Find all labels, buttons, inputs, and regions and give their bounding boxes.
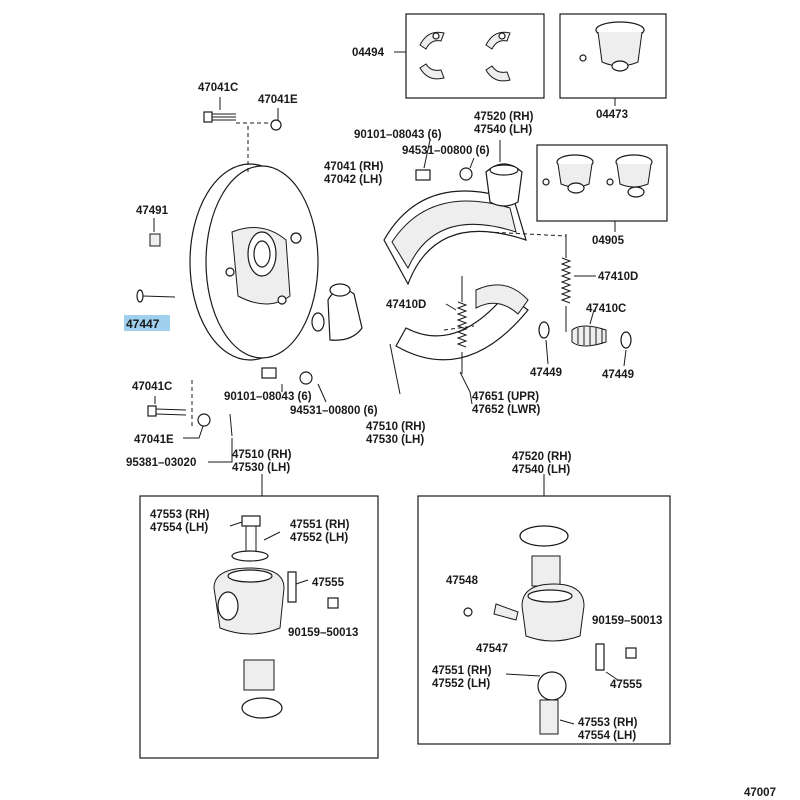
brake-shoe-lower — [395, 284, 529, 361]
washer-mid — [299, 371, 313, 385]
label-47551-left[interactable]: 47551 (RH) — [290, 519, 350, 531]
bolt-bottom — [147, 405, 187, 417]
label-47554-left[interactable]: 47554 (LH) — [150, 522, 208, 534]
label-47555-left[interactable]: 47555 — [312, 577, 345, 589]
label-47041C-top[interactable]: 47041C — [198, 82, 238, 94]
label-47449-a[interactable]: 47449 — [530, 367, 562, 379]
label-47449-b[interactable]: 47449 — [602, 369, 634, 381]
label-47041E-top[interactable]: 47041E — [258, 94, 298, 106]
label-47410D-left[interactable]: 47410D — [386, 299, 426, 311]
detail-cup-left — [241, 659, 283, 719]
label-04494[interactable]: 04494 — [352, 47, 385, 59]
bleeder-left — [287, 571, 297, 603]
label-47540-box[interactable]: 47540 (LH) — [512, 464, 570, 476]
label-47548[interactable]: 47548 — [446, 575, 479, 587]
pin-47447 — [136, 289, 176, 303]
label-90101-bottom[interactable]: 90101–08043 (6) — [224, 391, 312, 403]
label-47041C-bottom[interactable]: 47041C — [132, 381, 172, 393]
label-47491[interactable]: 47491 — [136, 205, 169, 217]
label-04905[interactable]: 04905 — [592, 235, 625, 247]
label-47651-upr[interactable]: 47651 (UPR) — [472, 391, 539, 403]
spring-47410C — [571, 325, 607, 347]
bolt-upper — [415, 169, 431, 181]
label-47553-left[interactable]: 47553 (RH) — [150, 509, 210, 521]
label-47552-left[interactable]: 47552 (LH) — [290, 532, 348, 544]
wheel-cylinder-center — [311, 283, 363, 341]
highlight-47447 — [124, 315, 170, 331]
cylinder-kit-box-top — [559, 13, 667, 99]
wheel-cylinder-upper — [485, 163, 523, 207]
shoe-kit-box — [405, 13, 545, 99]
label-94531-top[interactable]: 94531–00800 (6) — [402, 145, 490, 157]
clip-47491 — [149, 233, 161, 247]
brake-shoe-upper — [383, 190, 527, 286]
washer-47449-a — [538, 321, 550, 339]
label-47510-box[interactable]: 47510 (RH) — [232, 449, 292, 461]
label-47547[interactable]: 47547 — [476, 643, 508, 655]
label-04473[interactable]: 04473 — [596, 109, 628, 121]
detail-box-left — [139, 495, 379, 759]
label-90159-right[interactable]: 90159–50013 — [592, 615, 662, 627]
screw-left — [327, 597, 339, 609]
washer-upper — [459, 167, 473, 181]
label-47551-right[interactable]: 47551 (RH) — [432, 665, 492, 677]
label-47410D-right[interactable]: 47410D — [598, 271, 638, 283]
spring-47410D-right — [560, 234, 572, 332]
label-47553-right[interactable]: 47553 (RH) — [578, 717, 638, 729]
detail-cylinder-left — [213, 515, 285, 635]
label-47530-box[interactable]: 47530 (LH) — [232, 462, 290, 474]
label-90101-top[interactable]: 90101–08043 (6) — [354, 129, 442, 141]
label-47530-mid[interactable]: 47530 (LH) — [366, 434, 424, 446]
label-47540-top[interactable]: 47540 (LH) — [474, 124, 532, 136]
label-47410C[interactable]: 47410C — [586, 303, 626, 315]
detail-adjuster-right — [463, 603, 637, 735]
label-47447[interactable]: 47447 — [126, 317, 160, 331]
nut-bottom — [197, 413, 211, 427]
cylinder-kit-box-mid — [536, 144, 668, 222]
label-47520-box[interactable]: 47520 (RH) — [512, 451, 572, 463]
label-47041E-bottom[interactable]: 47041E — [134, 434, 174, 446]
diagram-id: 47007 — [744, 787, 776, 799]
label-90159-left[interactable]: 90159–50013 — [288, 627, 358, 639]
label-47554-right[interactable]: 47554 (LH) — [578, 730, 636, 742]
label-47520-top[interactable]: 47520 (RH) — [474, 111, 534, 123]
nut-top — [270, 119, 282, 131]
label-47042-lh[interactable]: 47042 (LH) — [324, 174, 382, 186]
bolt-top — [203, 111, 236, 123]
detail-cylinder-right — [519, 525, 585, 642]
label-47555-right[interactable]: 47555 — [610, 679, 643, 691]
label-47652-lwr[interactable]: 47652 (LWR) — [472, 404, 541, 416]
bolt-mid — [261, 367, 277, 379]
label-47552-right[interactable]: 47552 (LH) — [432, 678, 490, 690]
label-47510-mid[interactable]: 47510 (RH) — [366, 421, 426, 433]
label-95381-03020[interactable]: 95381–03020 — [126, 457, 196, 469]
detail-box-right — [417, 495, 671, 745]
cotter-pin — [229, 413, 233, 437]
backing-plate — [189, 163, 319, 361]
spring-47410D-left — [456, 276, 468, 374]
washer-47449-b — [620, 331, 632, 349]
label-47041-rh[interactable]: 47041 (RH) — [324, 161, 384, 173]
label-94531-bottom[interactable]: 94531–00800 (6) — [290, 405, 378, 417]
